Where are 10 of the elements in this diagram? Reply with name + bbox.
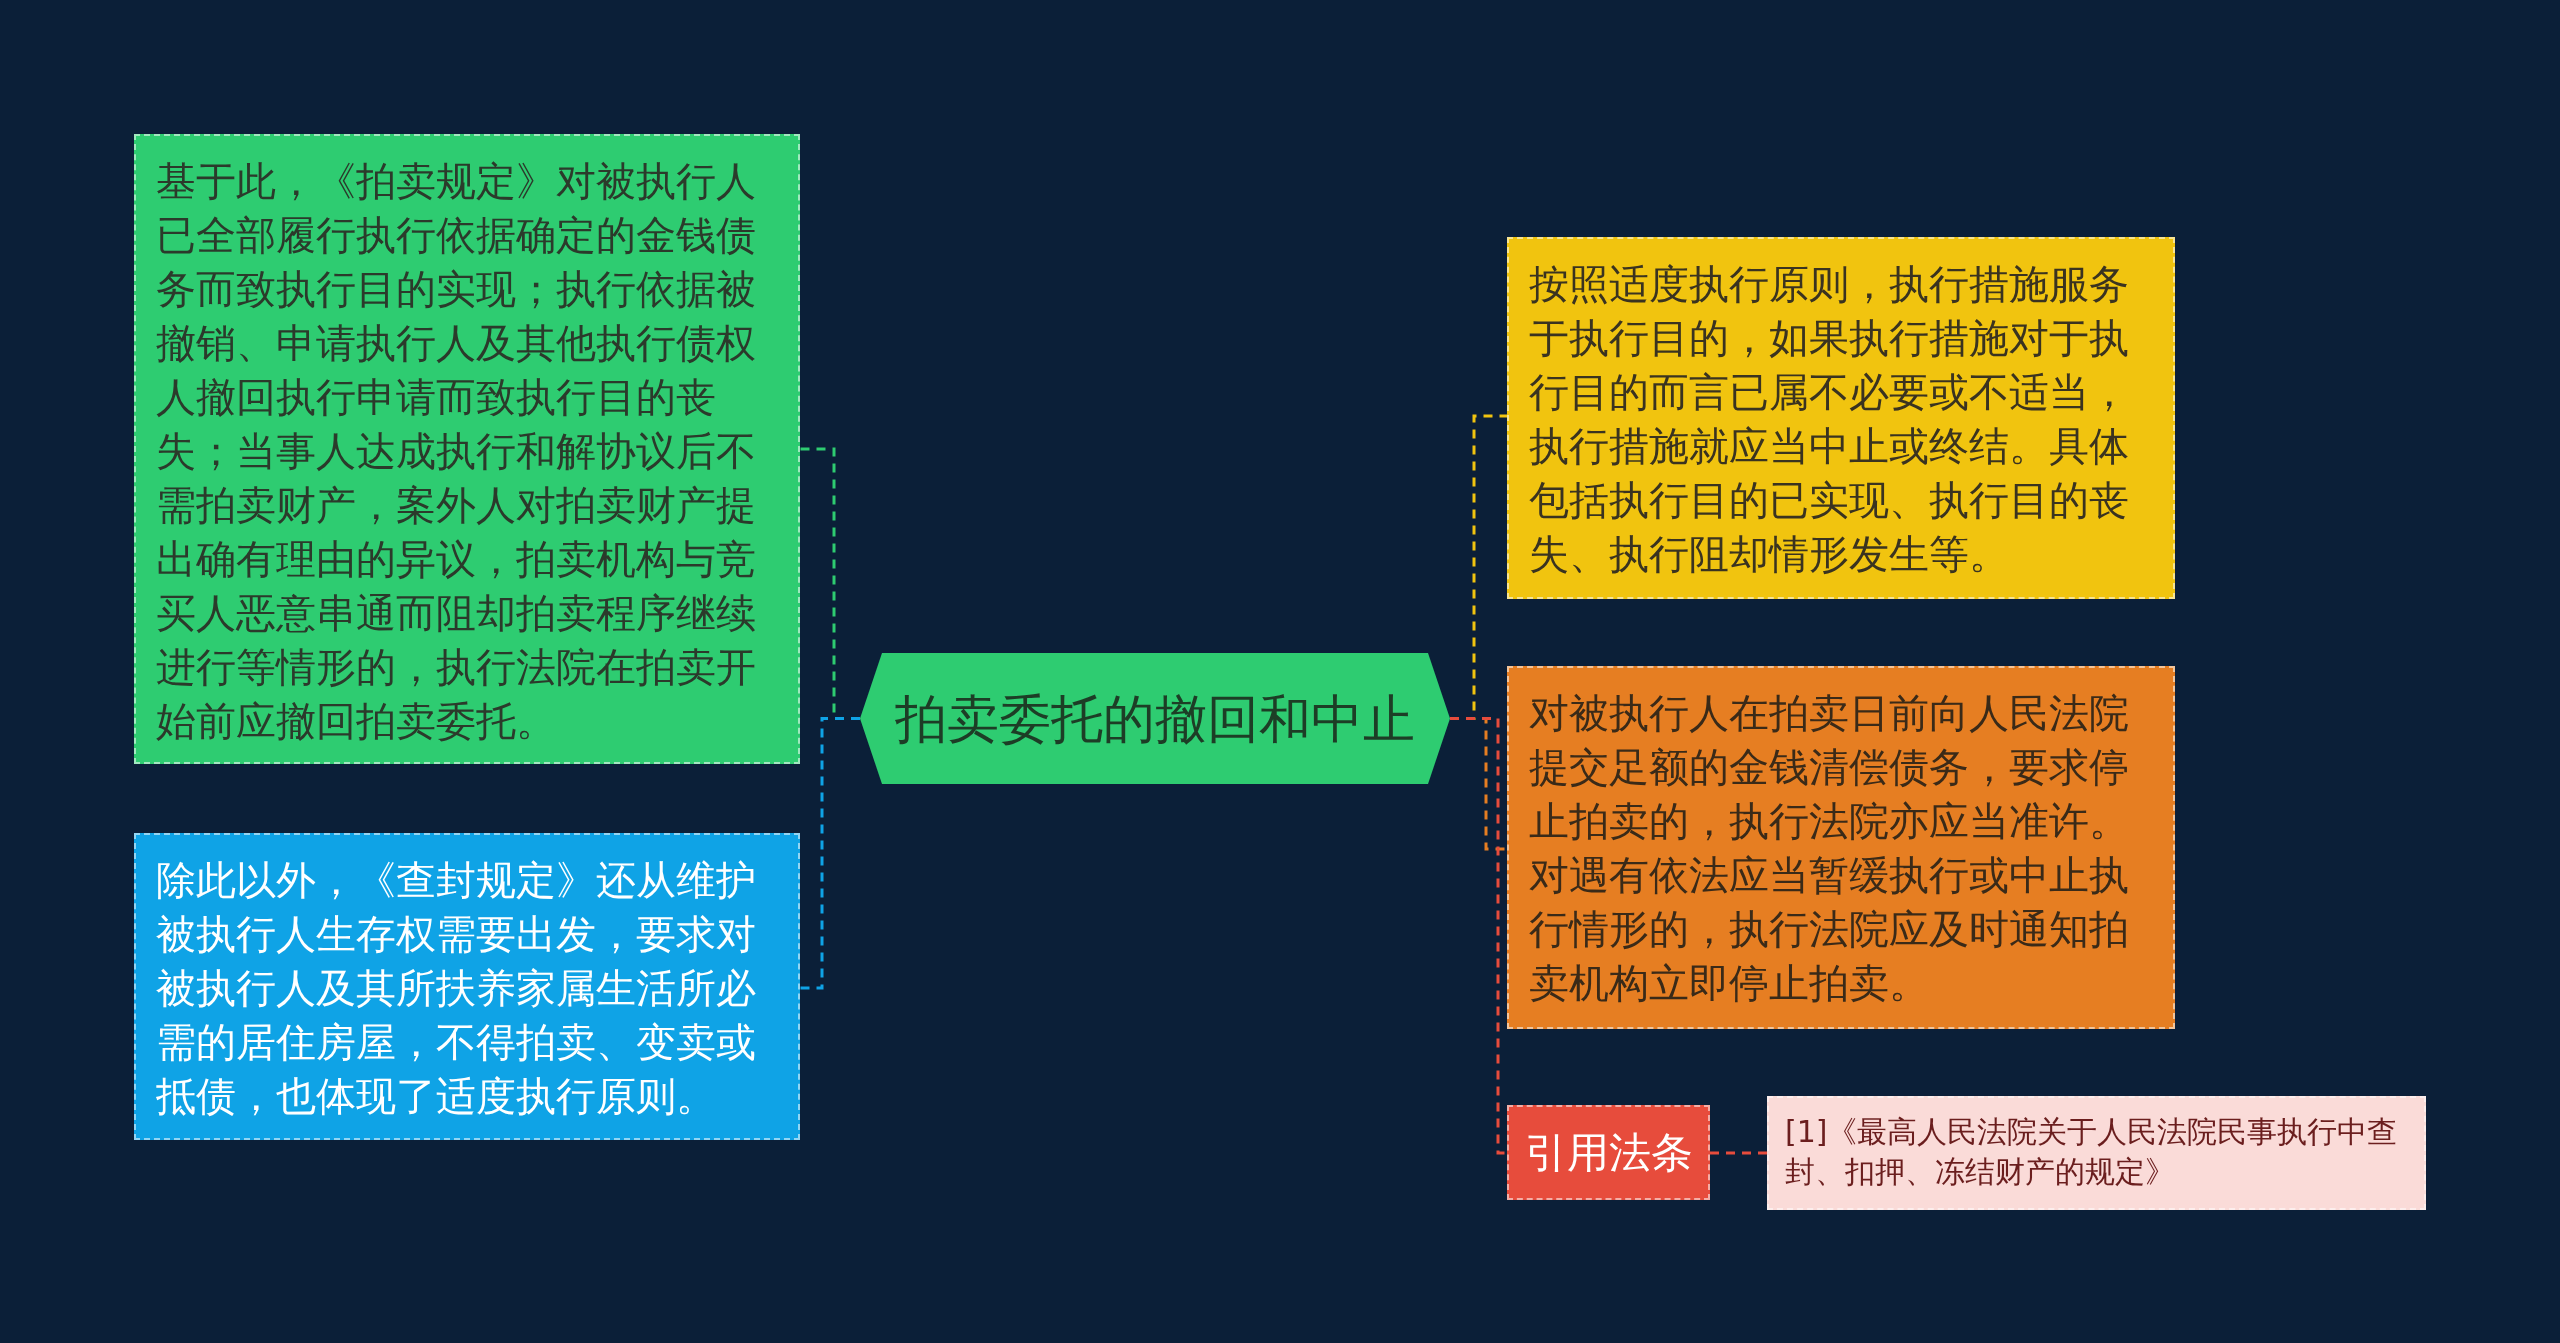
note-box: 按照适度执行原则，执行措施服务于执行目的，如果执行措施对于执行目的而言已属不必要或不适当，执行措施就应当中止或终结。具体包括执行目的已实现、执行目的丧失、执行阻却情形发生等。 <box>1507 237 2175 599</box>
connector-line <box>1710 1151 1767 1155</box>
topic-hexagon: 拍卖委托的撤回和中止 <box>860 653 1450 784</box>
label-box: 引用法条 <box>1507 1105 1710 1200</box>
note-box: 对被执行人在拍卖日前向人民法院提交足额的金钱清偿债务，要求停止拍卖的，执行法院亦应当准许。对遇有依法应当暂缓执行或中止执行情形的，执行法院应及时通知拍卖机构立即停止拍卖。 <box>1507 666 2175 1029</box>
reference-box: [1]《最高人民法院关于人民法院民事执行中查封、扣押、冻结财产的规定》 <box>1767 1096 2426 1210</box>
connector-line <box>800 717 860 990</box>
note-box: 除此以外，《查封规定》还从维护被执行人生存权需要出发，要求对被执行人及其所扶养家属生活所必需的居住房屋，不得拍卖、变卖或抵债，也体现了适度执行原则。 <box>134 833 800 1140</box>
connector-line <box>1450 717 1507 1155</box>
note-box: 基于此，《拍卖规定》对被执行人已全部履行执行依据确定的金钱债务而致执行目的实现；执行依据被撤销、申请执行人及其他执行债权人撤回执行申请而致执行目的丧失；当事人达成执行和解协议后不需拍卖财产，案外人对拍卖财产提出确有理由的异议，拍卖机构与竞买人恶意串通而阻却拍卖程序继续进行等情形的，执行法院在拍卖开始前应撤回拍卖委托。 <box>134 134 800 764</box>
